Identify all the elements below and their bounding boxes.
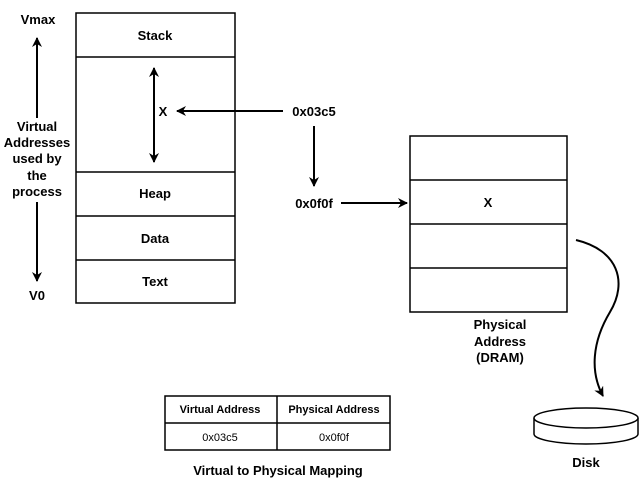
disk-icon (533, 407, 639, 445)
physical-address-label: 0x0f0f (295, 196, 333, 211)
side-label-line: used by (12, 151, 62, 166)
virtual-memory-box: Stack Heap Data Text X (75, 12, 236, 304)
vmax-label: Vmax (21, 12, 56, 27)
side-label-line: Addresses (4, 135, 70, 150)
physical-x-marker: X (484, 195, 493, 210)
physical-label-line: Address (474, 334, 526, 349)
table-cell-virtual: 0x03c5 (202, 432, 237, 444)
table-cell-physical: 0x0f0f (319, 432, 350, 444)
physical-label-line: (DRAM) (476, 350, 524, 365)
side-label-line: Virtual (17, 119, 57, 134)
mapping-table: Virtual Address Physical Address 0x03c5 … (164, 395, 391, 451)
virtual-address-label: 0x03c5 (292, 104, 335, 119)
side-label-line: the (27, 168, 47, 183)
disk-top (533, 407, 639, 429)
v0-label: V0 (29, 288, 45, 303)
text-segment-label: Text (142, 274, 168, 289)
physical-memory-box: X (409, 135, 568, 313)
physical-memory-label: Physical Address (DRAM) (474, 317, 527, 365)
swap-to-disk-arrow (575, 239, 620, 397)
mapping-table-caption: Virtual to Physical Mapping (193, 463, 363, 478)
heap-segment-label: Heap (139, 186, 171, 201)
data-segment-label: Data (141, 231, 170, 246)
virtual-addresses-side-label: Virtual Addresses used by the process (4, 119, 70, 199)
table-header-virtual: Virtual Address (180, 404, 261, 416)
table-header-physical: Physical Address (288, 404, 379, 416)
disk-label: Disk (572, 455, 600, 470)
physical-label-line: Physical (474, 317, 527, 332)
virtual-x-marker: X (159, 104, 168, 119)
side-label-line: process (12, 184, 62, 199)
stack-segment-label: Stack (138, 28, 173, 43)
